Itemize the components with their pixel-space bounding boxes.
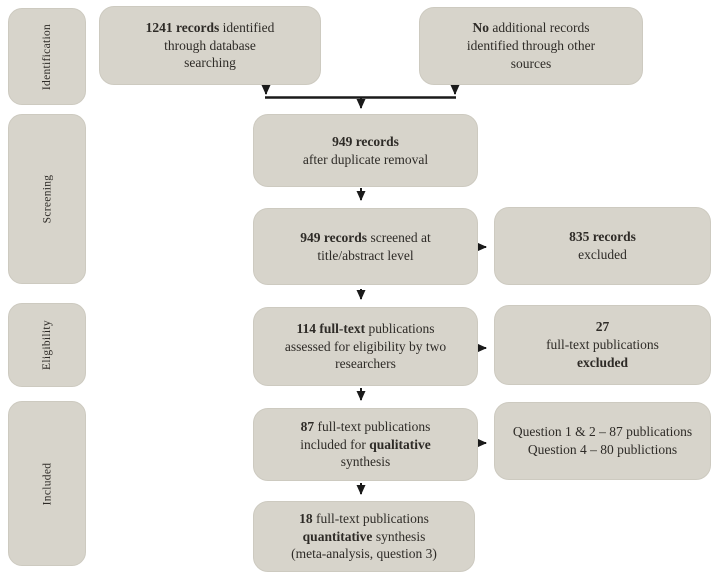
stage-label-text: Identification xyxy=(41,23,53,90)
stage-label-included: Included xyxy=(8,401,86,566)
stage-label-text: Screening xyxy=(41,174,53,224)
stage-label-screening: Screening xyxy=(8,114,86,284)
stage-label-eligibility: Eligibility xyxy=(8,303,86,387)
stage-label-text: Eligibility xyxy=(40,320,53,370)
stage-label-identification: Identification xyxy=(8,8,86,105)
stage-label-text: Included xyxy=(40,462,53,505)
right-arrows xyxy=(477,242,487,448)
merge-connector xyxy=(261,85,460,109)
